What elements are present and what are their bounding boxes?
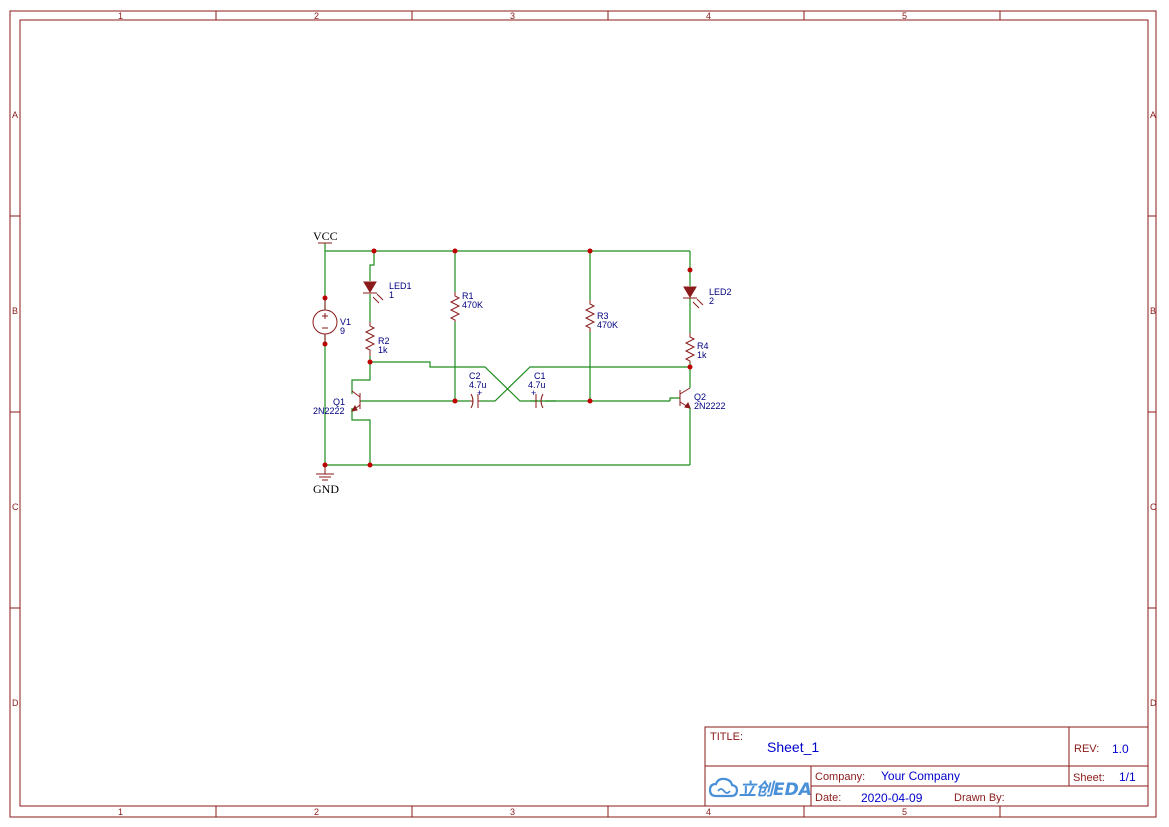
date-label: Date:: [815, 792, 841, 804]
r3-resistor[interactable]: R3 470K: [584, 300, 618, 332]
inner-frame: [19, 19, 1149, 807]
sheet-label: Sheet:: [1073, 772, 1105, 784]
q2-ref: Q2: [694, 392, 706, 402]
vcc-symbol[interactable]: VCC: [313, 229, 338, 244]
v1-source[interactable]: V1 9: [312, 298, 351, 344]
q2-value: 2N2222: [694, 401, 726, 411]
zone-col-3-top: 3: [510, 11, 515, 21]
zone-col-5-bottom: 5: [902, 807, 907, 817]
zone-row-c-right: C: [1150, 502, 1157, 512]
r3-value: 470K: [597, 320, 618, 330]
date-value[interactable]: 2020-04-09: [861, 791, 923, 805]
zone-row-a-right: A: [1150, 110, 1156, 120]
logo-text: 立创EDA: [739, 780, 812, 800]
sheet-title[interactable]: Sheet_1: [767, 739, 819, 755]
led2-diode[interactable]: LED2 2: [683, 286, 732, 309]
r3-ref: R3: [597, 311, 609, 321]
r2-ref: R2: [378, 336, 390, 346]
led1-value: 1: [389, 290, 394, 300]
company-label: Company:: [815, 771, 865, 783]
c2-value: 4.7u: [469, 380, 487, 390]
r2-value: 1k: [378, 345, 388, 355]
lceda-logo: 立创EDA: [708, 777, 812, 800]
junctions: [322, 248, 693, 468]
zone-col-1-bottom: 1: [118, 807, 123, 817]
led1-diode[interactable]: LED1 1: [363, 281, 412, 304]
v1-ref: V1: [340, 317, 351, 327]
c1-plus: +: [531, 388, 536, 398]
zone-row-b-left: B: [12, 306, 18, 316]
rev-value[interactable]: 1.0: [1112, 742, 1129, 756]
led2-value: 2: [709, 296, 714, 306]
zone-col-2-top: 2: [314, 11, 319, 21]
logo-wave-icon: [717, 788, 731, 794]
led2-ref: LED2: [709, 287, 732, 297]
c2-capacitor[interactable]: + C2 4.7u: [469, 371, 487, 409]
drawn-by-label: Drawn By:: [954, 792, 1005, 804]
zone-col-3-bottom: 3: [510, 807, 515, 817]
title-block: TITLE: Sheet_1 REV: 1.0 Company: Your Co…: [704, 726, 1149, 807]
q1-transistor[interactable]: Q1 2N2222: [313, 390, 361, 416]
v1-value: 9: [340, 326, 345, 336]
q1-ref: Q1: [333, 397, 345, 407]
r4-ref: R4: [697, 341, 709, 351]
zone-row-a-left: A: [12, 110, 18, 120]
zone-ticks: [10, 11, 1156, 817]
c1-ref: C1: [534, 371, 546, 381]
r2-resistor[interactable]: R2 1k: [364, 322, 390, 356]
zone-col-4-bottom: 4: [706, 807, 711, 817]
zone-col-5-top: 5: [902, 11, 907, 21]
zone-col-2-bottom: 2: [314, 807, 319, 817]
vcc-label: VCC: [313, 229, 338, 243]
c1-capacitor[interactable]: + C1 4.7u: [528, 371, 546, 409]
zone-col-1-top: 1: [118, 11, 123, 21]
cloud-icon: [708, 777, 739, 798]
gnd-symbol[interactable]: GND: [313, 465, 339, 496]
outer-frame: [9, 10, 1157, 818]
zone-row-c-left: C: [12, 502, 19, 512]
q1-value: 2N2222: [313, 406, 345, 416]
company-value[interactable]: Your Company: [881, 769, 960, 783]
c1-value: 4.7u: [528, 380, 546, 390]
r1-resistor[interactable]: R1 470K: [449, 291, 483, 322]
rev-label: REV:: [1074, 743, 1099, 755]
r4-resistor[interactable]: R4 1k: [684, 333, 709, 363]
title-label: TITLE:: [710, 731, 743, 743]
zone-col-4-top: 4: [706, 11, 711, 21]
zone-row-b-right: B: [1150, 306, 1156, 316]
r4-value: 1k: [697, 350, 707, 360]
c2-plus: +: [477, 388, 482, 398]
r1-ref: R1: [462, 291, 474, 301]
r1-value: 470K: [462, 300, 483, 310]
zone-row-d-left: D: [12, 698, 19, 708]
zone-row-d-right: D: [1150, 698, 1157, 708]
led1-ref: LED1: [389, 281, 412, 291]
sheet-value: 1/1: [1119, 770, 1136, 784]
q2-transistor[interactable]: Q2 2N2222: [679, 387, 726, 411]
c2-ref: C2: [469, 371, 481, 381]
gnd-label: GND: [313, 482, 339, 496]
